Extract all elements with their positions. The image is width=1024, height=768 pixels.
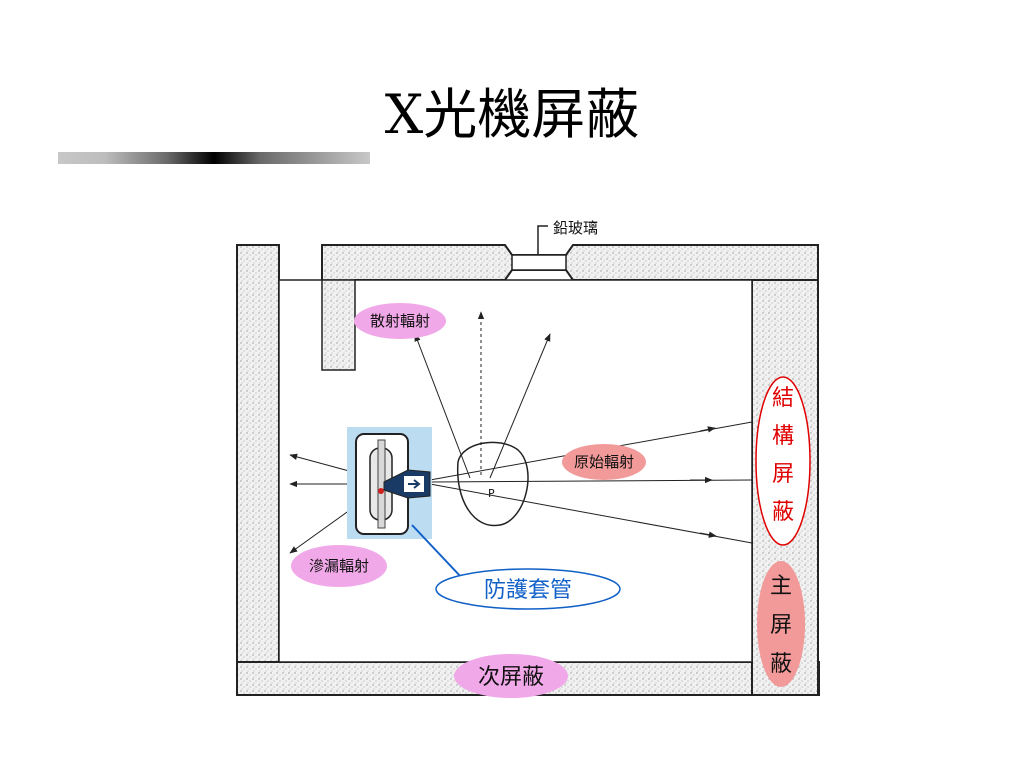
- primary-shield-char: 主: [770, 574, 792, 599]
- tube-housing-label: 防護套管: [484, 578, 572, 603]
- primary-radiation-label: 原始輻射: [574, 453, 634, 471]
- structural-shield-char: 構: [772, 424, 794, 449]
- tube-direction-icon: [408, 479, 421, 489]
- structural-shield-char: 屏: [772, 462, 794, 487]
- leakage-label-bg: [291, 545, 387, 587]
- beam-bottom: [429, 483, 753, 544]
- scatter-arrows: [414, 311, 551, 479]
- scatter-radiation-label: 散射輻射: [370, 312, 430, 330]
- title-underline-bar: [58, 152, 370, 164]
- tube-housing-pointer: [411, 524, 463, 579]
- patient-outline: [456, 441, 529, 527]
- scatter-label-bg: [354, 303, 446, 339]
- door-wall-stub: [321, 279, 356, 371]
- point-p-label: P: [488, 487, 495, 500]
- primary-shield-char: 蔽: [770, 652, 792, 677]
- primary-shield-label-bg: [757, 561, 805, 687]
- left-wall: [236, 244, 280, 696]
- structural-shield-char: 蔽: [772, 500, 794, 525]
- focal-spot: [378, 488, 384, 494]
- structural-shield-char: 結: [772, 386, 794, 411]
- beam-top-arrowhead: [699, 426, 716, 433]
- primary-shield-label: 主 屏 蔽: [770, 574, 792, 677]
- lead-glass-label: 鉛玻璃: [553, 219, 598, 237]
- scatter-arrow-left: [414, 333, 471, 479]
- tube-housing: [347, 427, 432, 539]
- secondary-shield-label: 次屏蔽: [478, 665, 544, 690]
- beam-bottom-arrowhead: [699, 531, 717, 538]
- primary-label-bg: [562, 444, 646, 480]
- tube-housing-label-bg: [435, 568, 621, 610]
- lead-glass-window: [511, 254, 567, 271]
- structural-shield-label: 結 構 屏 蔽: [772, 386, 794, 525]
- lead-glass-leader: [537, 225, 548, 255]
- secondary-shield-label-bg: [454, 654, 568, 698]
- scatter-arrow-right: [489, 333, 551, 479]
- slide-title: X光機屏蔽: [384, 83, 640, 146]
- leakage-radiation-label: 滲漏輻射: [309, 557, 369, 575]
- primary-shield-char: 屏: [770, 613, 792, 638]
- structural-shield-label-bg: [755, 376, 811, 546]
